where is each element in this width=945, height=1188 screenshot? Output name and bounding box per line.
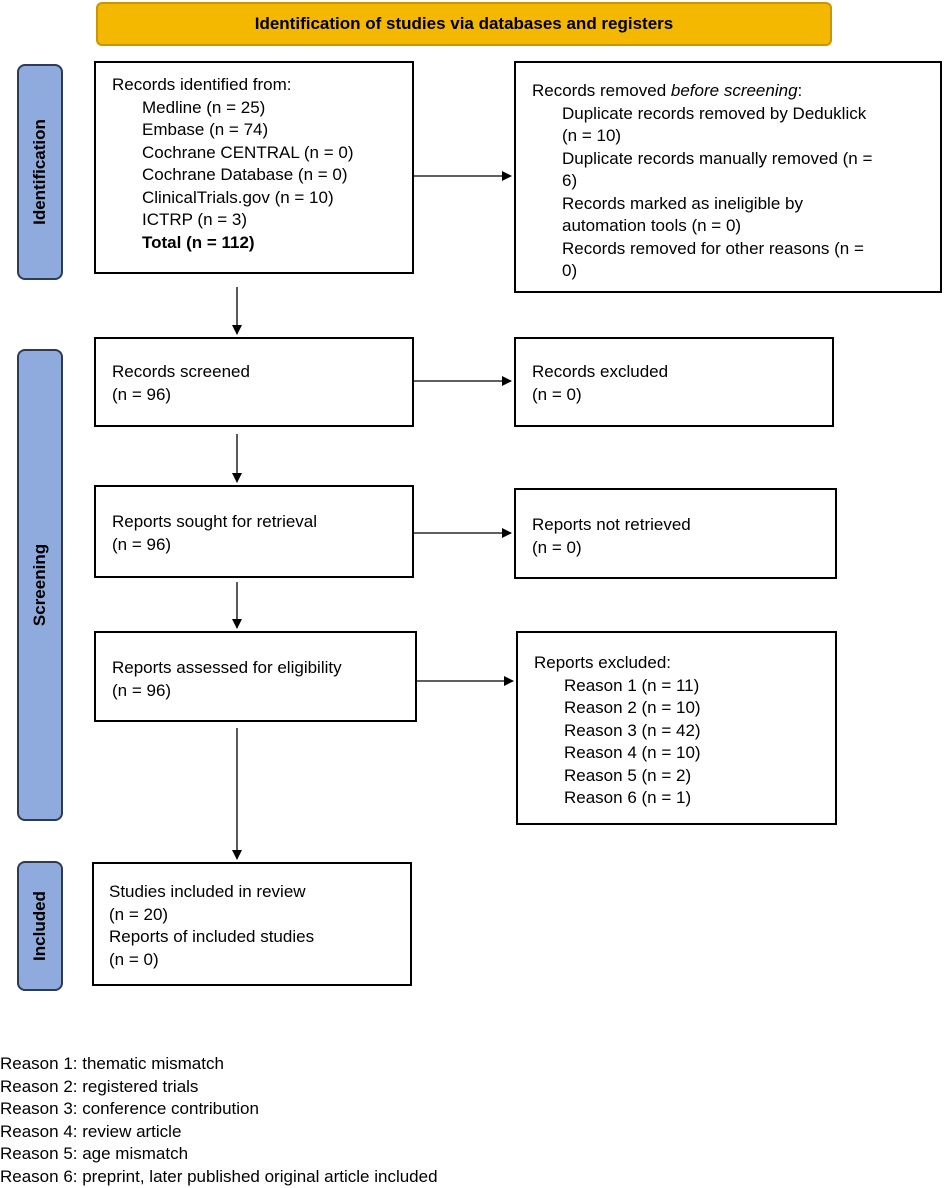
note-reason-1: Reason 1: thematic mismatch [0,1053,438,1076]
note-reason-6: Reason 6: preprint, later published orig… [0,1166,438,1188]
note-reason-4: Reason 4: review article [0,1121,438,1144]
note-reason-3: Reason 3: conference contribution [0,1098,438,1121]
note-reason-5: Reason 5: age mismatch [0,1143,438,1166]
note-reason-2: Reason 2: registered trials [0,1076,438,1099]
reason-notes: Reason 1: thematic mismatch Reason 2: re… [0,1053,438,1188]
